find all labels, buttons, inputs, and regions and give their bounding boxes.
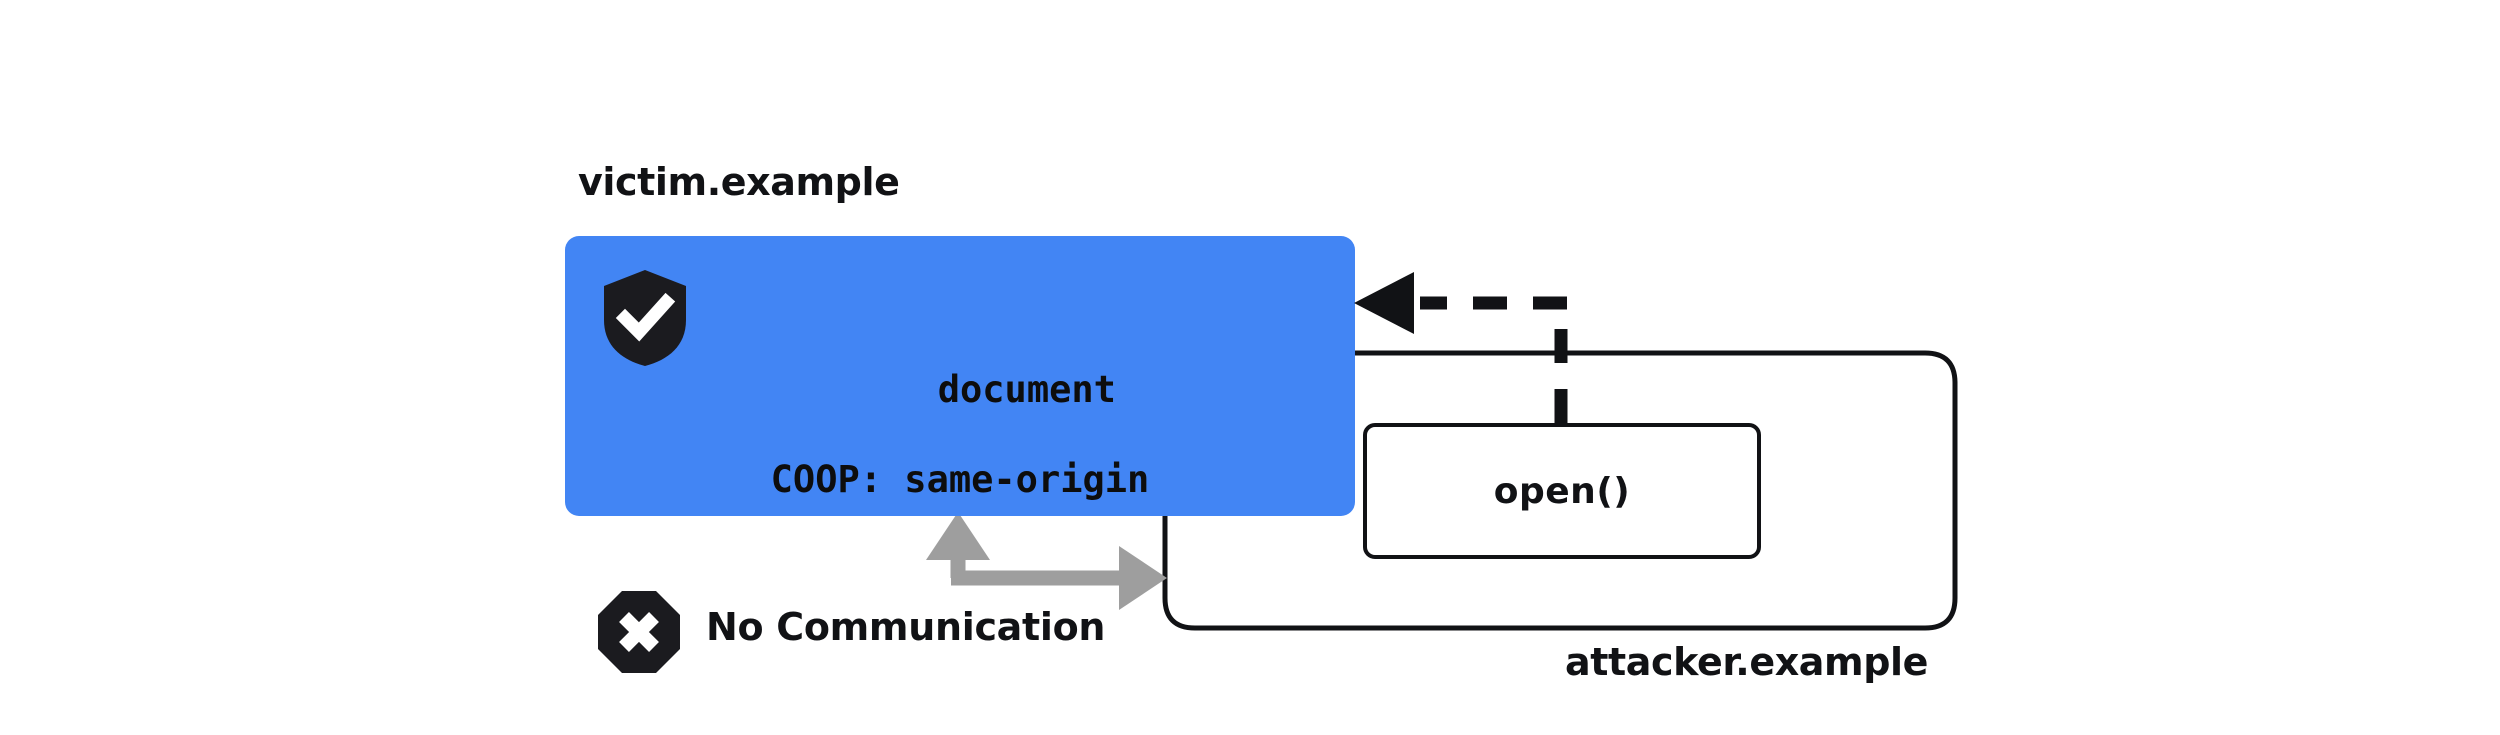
no-communication-label: No Communication (706, 605, 1106, 649)
victim-origin-label: victim.example (578, 160, 900, 204)
open-call-dashed-arrow (1354, 272, 1568, 423)
no-communication-arrowhead-up (926, 512, 990, 560)
victim-card-text: document COOP: same-origin (565, 322, 1355, 593)
octagon-x-icon (597, 590, 681, 674)
victim-document-card: document COOP: same-origin (565, 236, 1355, 516)
open-call-box[interactable]: open() (1363, 423, 1761, 559)
victim-card-line-coop: COOP: same-origin (770, 458, 1150, 502)
attacker-origin-label: attacker.example (1565, 640, 1929, 684)
victim-card-line-document: document (937, 368, 1116, 412)
open-call-box-label: open() (1493, 470, 1631, 512)
no-communication-arrow (926, 512, 1167, 610)
no-communication-arrowhead-right (1119, 546, 1167, 610)
open-call-arrowhead-left (1354, 272, 1414, 334)
attacker-frame-outline (1162, 350, 1958, 631)
shield-check-icon (602, 268, 688, 368)
